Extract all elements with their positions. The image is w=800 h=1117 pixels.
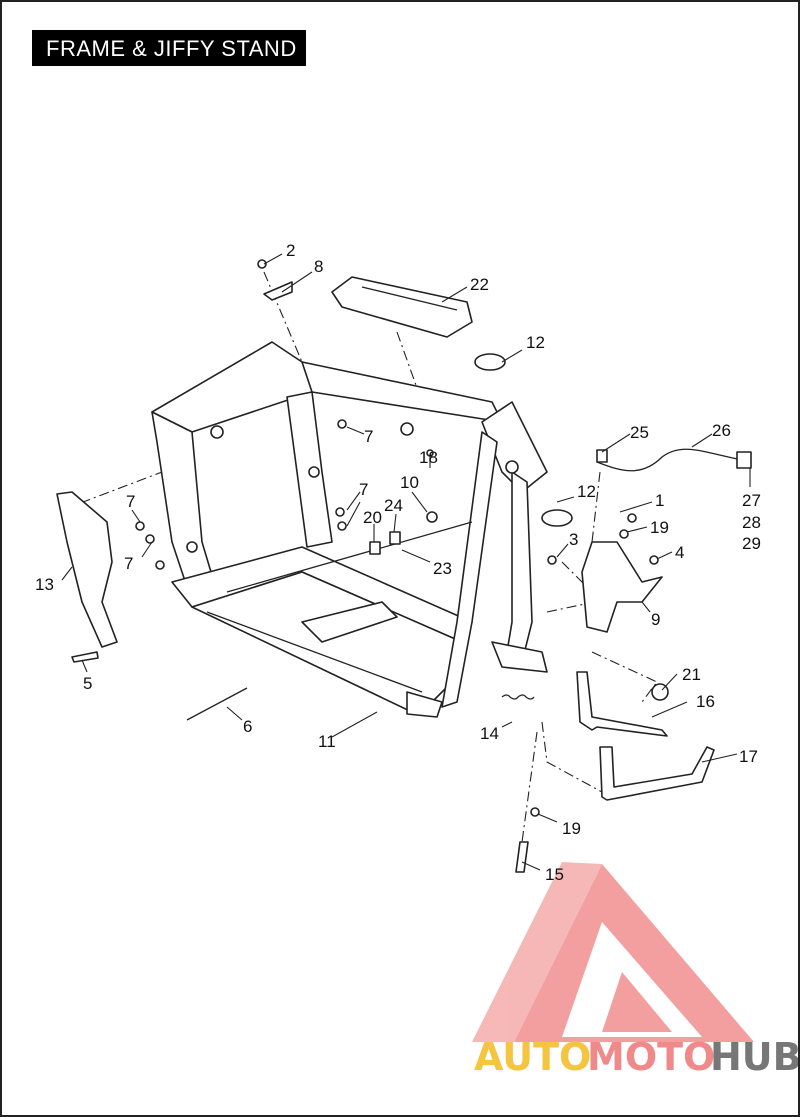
callout-12b: 12	[577, 482, 596, 501]
watermark-triangle-left	[472, 862, 602, 1042]
part-15-pin	[515, 841, 529, 873]
part-17-stand-leg	[599, 746, 715, 801]
leader-lines	[61, 253, 751, 871]
callout-7d: 7	[359, 480, 368, 499]
watermark-hub: HUB	[710, 1035, 798, 1079]
watermark-triangle-outer	[514, 864, 754, 1042]
part-5-bolt	[71, 651, 99, 663]
part-22-tray	[331, 276, 473, 338]
callout-labels: 1 2 3 4 5 6 7 7 7 7 8 9 10 11 12 12 13 1…	[35, 241, 761, 884]
callout-7a: 7	[364, 427, 373, 446]
callout-9: 9	[651, 610, 660, 629]
watermark-logo	[472, 862, 754, 1042]
callout-7b: 7	[126, 492, 135, 511]
page-title: FRAME & JIFFY STAND	[46, 36, 297, 61]
callout-19b: 19	[562, 819, 581, 838]
watermark-auto: AUTO	[474, 1035, 591, 1079]
watermark-moto: MOTO	[587, 1035, 715, 1079]
fasteners	[135, 259, 659, 817]
callout-22: 22	[470, 275, 489, 294]
watermark-triangle-inner	[562, 922, 702, 1037]
part-16-jiffy-stand	[576, 671, 668, 737]
part-13-bracket	[56, 491, 118, 648]
callout-20: 20	[363, 508, 382, 527]
callout-14: 14	[480, 724, 499, 743]
callout-11: 11	[318, 732, 336, 751]
watermark-text: AUTO MOTO HUB	[474, 1035, 798, 1079]
callout-26: 26	[712, 421, 731, 440]
part-8-clip	[263, 281, 293, 301]
callout-27: 27	[742, 491, 761, 510]
callout-4: 4	[675, 543, 684, 562]
main-frame	[151, 341, 548, 718]
part-26-cable	[596, 448, 743, 472]
callout-18: 18	[419, 448, 438, 467]
callout-5: 5	[83, 674, 92, 693]
part-27-connector	[736, 451, 752, 469]
callout-28: 28	[742, 513, 761, 532]
callout-19a: 19	[650, 518, 669, 537]
callout-21: 21	[682, 665, 701, 684]
callout-7c: 7	[124, 554, 133, 573]
callout-15: 15	[545, 865, 564, 884]
callout-16: 16	[696, 692, 715, 711]
title-bar: FRAME & JIFFY STAND	[32, 30, 306, 66]
callout-6: 6	[243, 717, 252, 736]
callout-23: 23	[433, 559, 452, 578]
part-9-bracket	[581, 541, 663, 633]
watermark-triangle-core	[602, 972, 672, 1032]
callout-24: 24	[384, 496, 403, 515]
callout-12a: 12	[526, 333, 545, 352]
callout-13: 13	[35, 575, 54, 594]
callout-29: 29	[742, 534, 761, 553]
callout-2: 2	[286, 241, 295, 260]
callout-1: 1	[655, 491, 664, 510]
callout-8: 8	[314, 257, 323, 276]
part-12-ring-lower	[541, 509, 573, 527]
callout-17: 17	[739, 747, 758, 766]
part-12-ring-upper	[474, 353, 506, 371]
callout-3: 3	[569, 530, 578, 549]
part-14-spring	[501, 694, 535, 700]
callout-25: 25	[630, 423, 649, 442]
assembly-lines	[61, 271, 658, 843]
part-6-cable-tie	[186, 687, 248, 721]
callout-10: 10	[400, 473, 419, 492]
